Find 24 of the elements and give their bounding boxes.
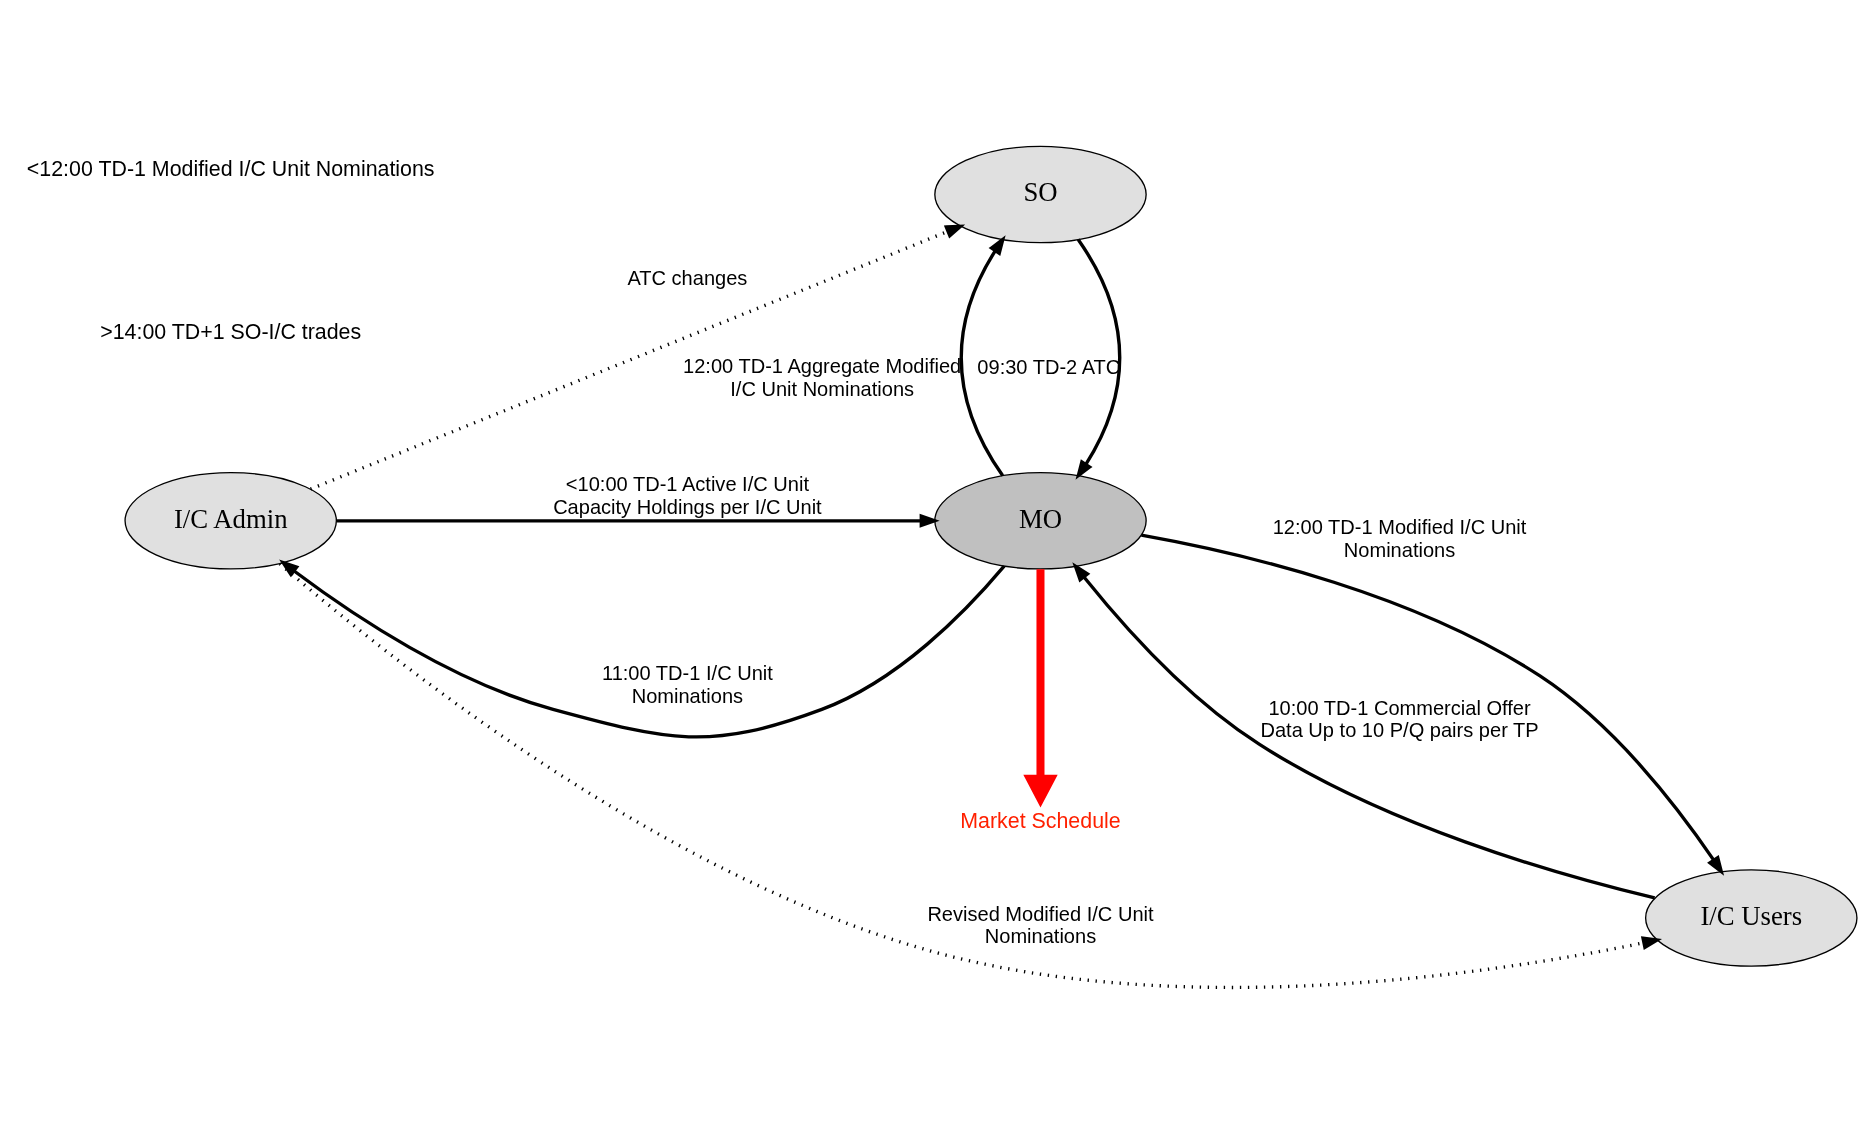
node-ellipse: I/C Users bbox=[1644, 869, 1858, 967]
edge-label: 12:00 TD-1 Aggregate Modified I/C Unit Nominations bbox=[683, 355, 962, 400]
arrow bbox=[1023, 569, 1058, 808]
node-ellipse: I/C Admin bbox=[124, 472, 338, 570]
edge-label: Revised Modified I/C Unit Nominations bbox=[927, 902, 1154, 948]
label: <12:00 TD-1 Modified I/C Unit Nominations bbox=[26, 156, 435, 181]
arrow bbox=[278, 562, 1663, 989]
node-ellipse: MO bbox=[934, 472, 1147, 570]
arrow bbox=[309, 224, 966, 491]
edge-label: <10:00 TD-1 Active I/C Unit Capacity Holdings per I/C Unit bbox=[553, 473, 822, 519]
arrow bbox=[279, 559, 1006, 739]
node-ellipse: SO bbox=[934, 145, 1147, 244]
arrow bbox=[959, 235, 1006, 477]
arrow bbox=[1075, 238, 1122, 480]
edge-label: 12:00 TD-1 Modified I/C Unit Nominations bbox=[1272, 516, 1527, 561]
label: >14:00 TD+1 SO-I/C trades bbox=[100, 319, 362, 344]
arrow bbox=[336, 513, 940, 528]
edge-label: ATC changes bbox=[627, 267, 748, 290]
edge-label: 10:00 TD-1 Commercial Offer Data Up to 10 P/Q pairs per TP bbox=[1260, 696, 1539, 742]
node-text: Market Schedule bbox=[960, 809, 1121, 834]
edge-label: 09:30 TD-2 ATC bbox=[977, 355, 1121, 378]
arrow bbox=[1141, 533, 1725, 876]
edge-label: 11:00 TD-1 I/C Unit Nominations bbox=[602, 661, 773, 707]
arrow bbox=[1072, 562, 1656, 900]
